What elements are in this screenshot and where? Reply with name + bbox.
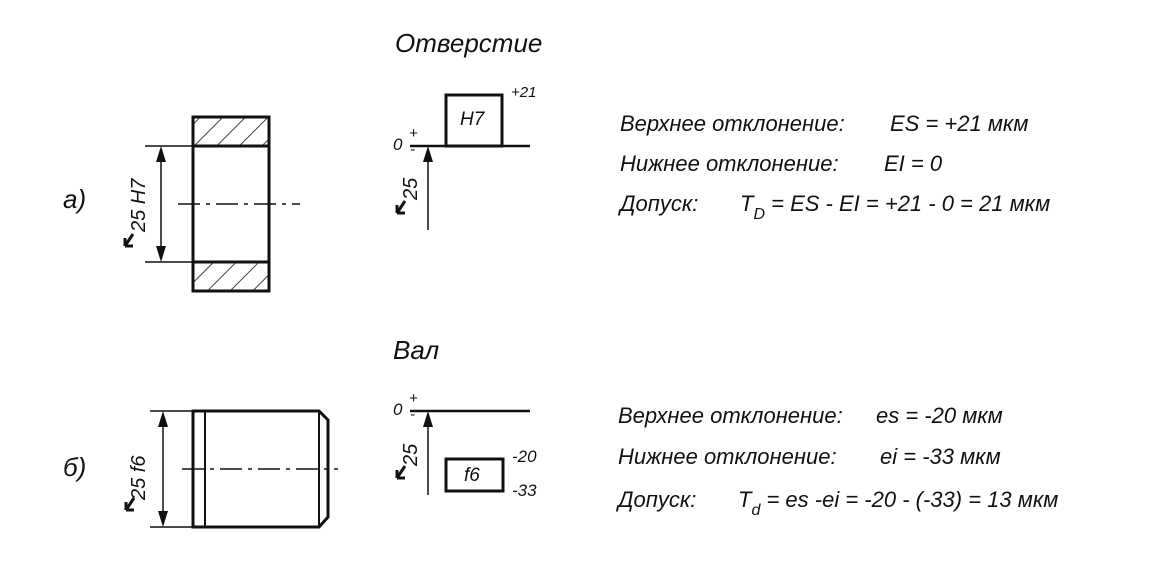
tolerance-subscript: d — [751, 502, 761, 519]
shaft-upper-text: Верхнее отклонение: — [618, 403, 843, 428]
hole-lower-text: Нижнее отклонение: — [620, 151, 839, 176]
hole-plus-label: + — [409, 125, 418, 142]
shaft-label: б) — [63, 452, 87, 482]
shaft-zero-label: 0 — [393, 400, 403, 419]
hole-upper-deviation: +21 — [511, 84, 537, 101]
hole-axis-dimension: 25 — [400, 177, 422, 200]
diameter-symbol-icon — [124, 497, 136, 512]
tolerance-subscript: D — [753, 206, 766, 223]
tolerance-value: = es -ei = -20 - (-33) = 13 мкм — [760, 487, 1059, 512]
hole-zero-label: 0 — [393, 135, 403, 154]
shaft-minus-label: - — [410, 406, 415, 423]
shaft-field-label: f6 — [464, 465, 480, 486]
hole-tolerance-formula: TD = ES - EI = +21 - 0 = 21 мкм — [740, 191, 1051, 223]
hole-field-label: H7 — [460, 109, 485, 130]
shaft-upper-value: es = -20 мкм — [876, 403, 1003, 428]
tolerance-value: = ES - EI = +21 - 0 = 21 мкм — [765, 191, 1051, 216]
shaft-title: Вал — [393, 335, 440, 365]
shaft-upper-deviation: -20 — [512, 447, 537, 466]
shaft-tolerance-formula: Td = es -ei = -20 - (-33) = 13 мкм — [738, 487, 1059, 519]
diameter-symbol-icon — [395, 200, 407, 215]
diameter-symbol-icon — [123, 233, 135, 248]
hole-lower-value: EI = 0 — [884, 151, 943, 176]
tolerance-symbol: T — [740, 191, 754, 216]
hole-dimension: 25 H7 — [128, 178, 150, 232]
hole-title: Отверстие — [395, 28, 543, 58]
hole-upper-text: Верхнее отклонение: — [620, 111, 845, 136]
tolerance-symbol: T — [738, 487, 752, 512]
hole-minus-label: - — [410, 141, 415, 158]
shaft-plus-label: + — [409, 390, 418, 407]
hole-upper-value: ES = +21 мкм — [890, 111, 1029, 136]
hole-label: а) — [63, 184, 87, 214]
shaft-tolerance-diagram — [395, 409, 530, 495]
hole-tolerance-text: Допуск: — [620, 191, 699, 216]
shaft-axis-dimension: 25 — [400, 443, 422, 466]
shaft-lower-value: ei = -33 мкм — [880, 444, 1001, 469]
shaft-tolerance-text: Допуск: — [618, 487, 697, 512]
shaft-drawing — [124, 409, 338, 529]
hole-tolerance-diagram — [395, 93, 530, 230]
shaft-lower-deviation: -33 — [512, 481, 537, 500]
hole-section-drawing — [123, 115, 300, 293]
shaft-lower-text: Нижнее отклонение: — [618, 444, 837, 469]
shaft-dimension: 25 f6 — [128, 455, 150, 500]
diameter-symbol-icon — [395, 465, 407, 480]
